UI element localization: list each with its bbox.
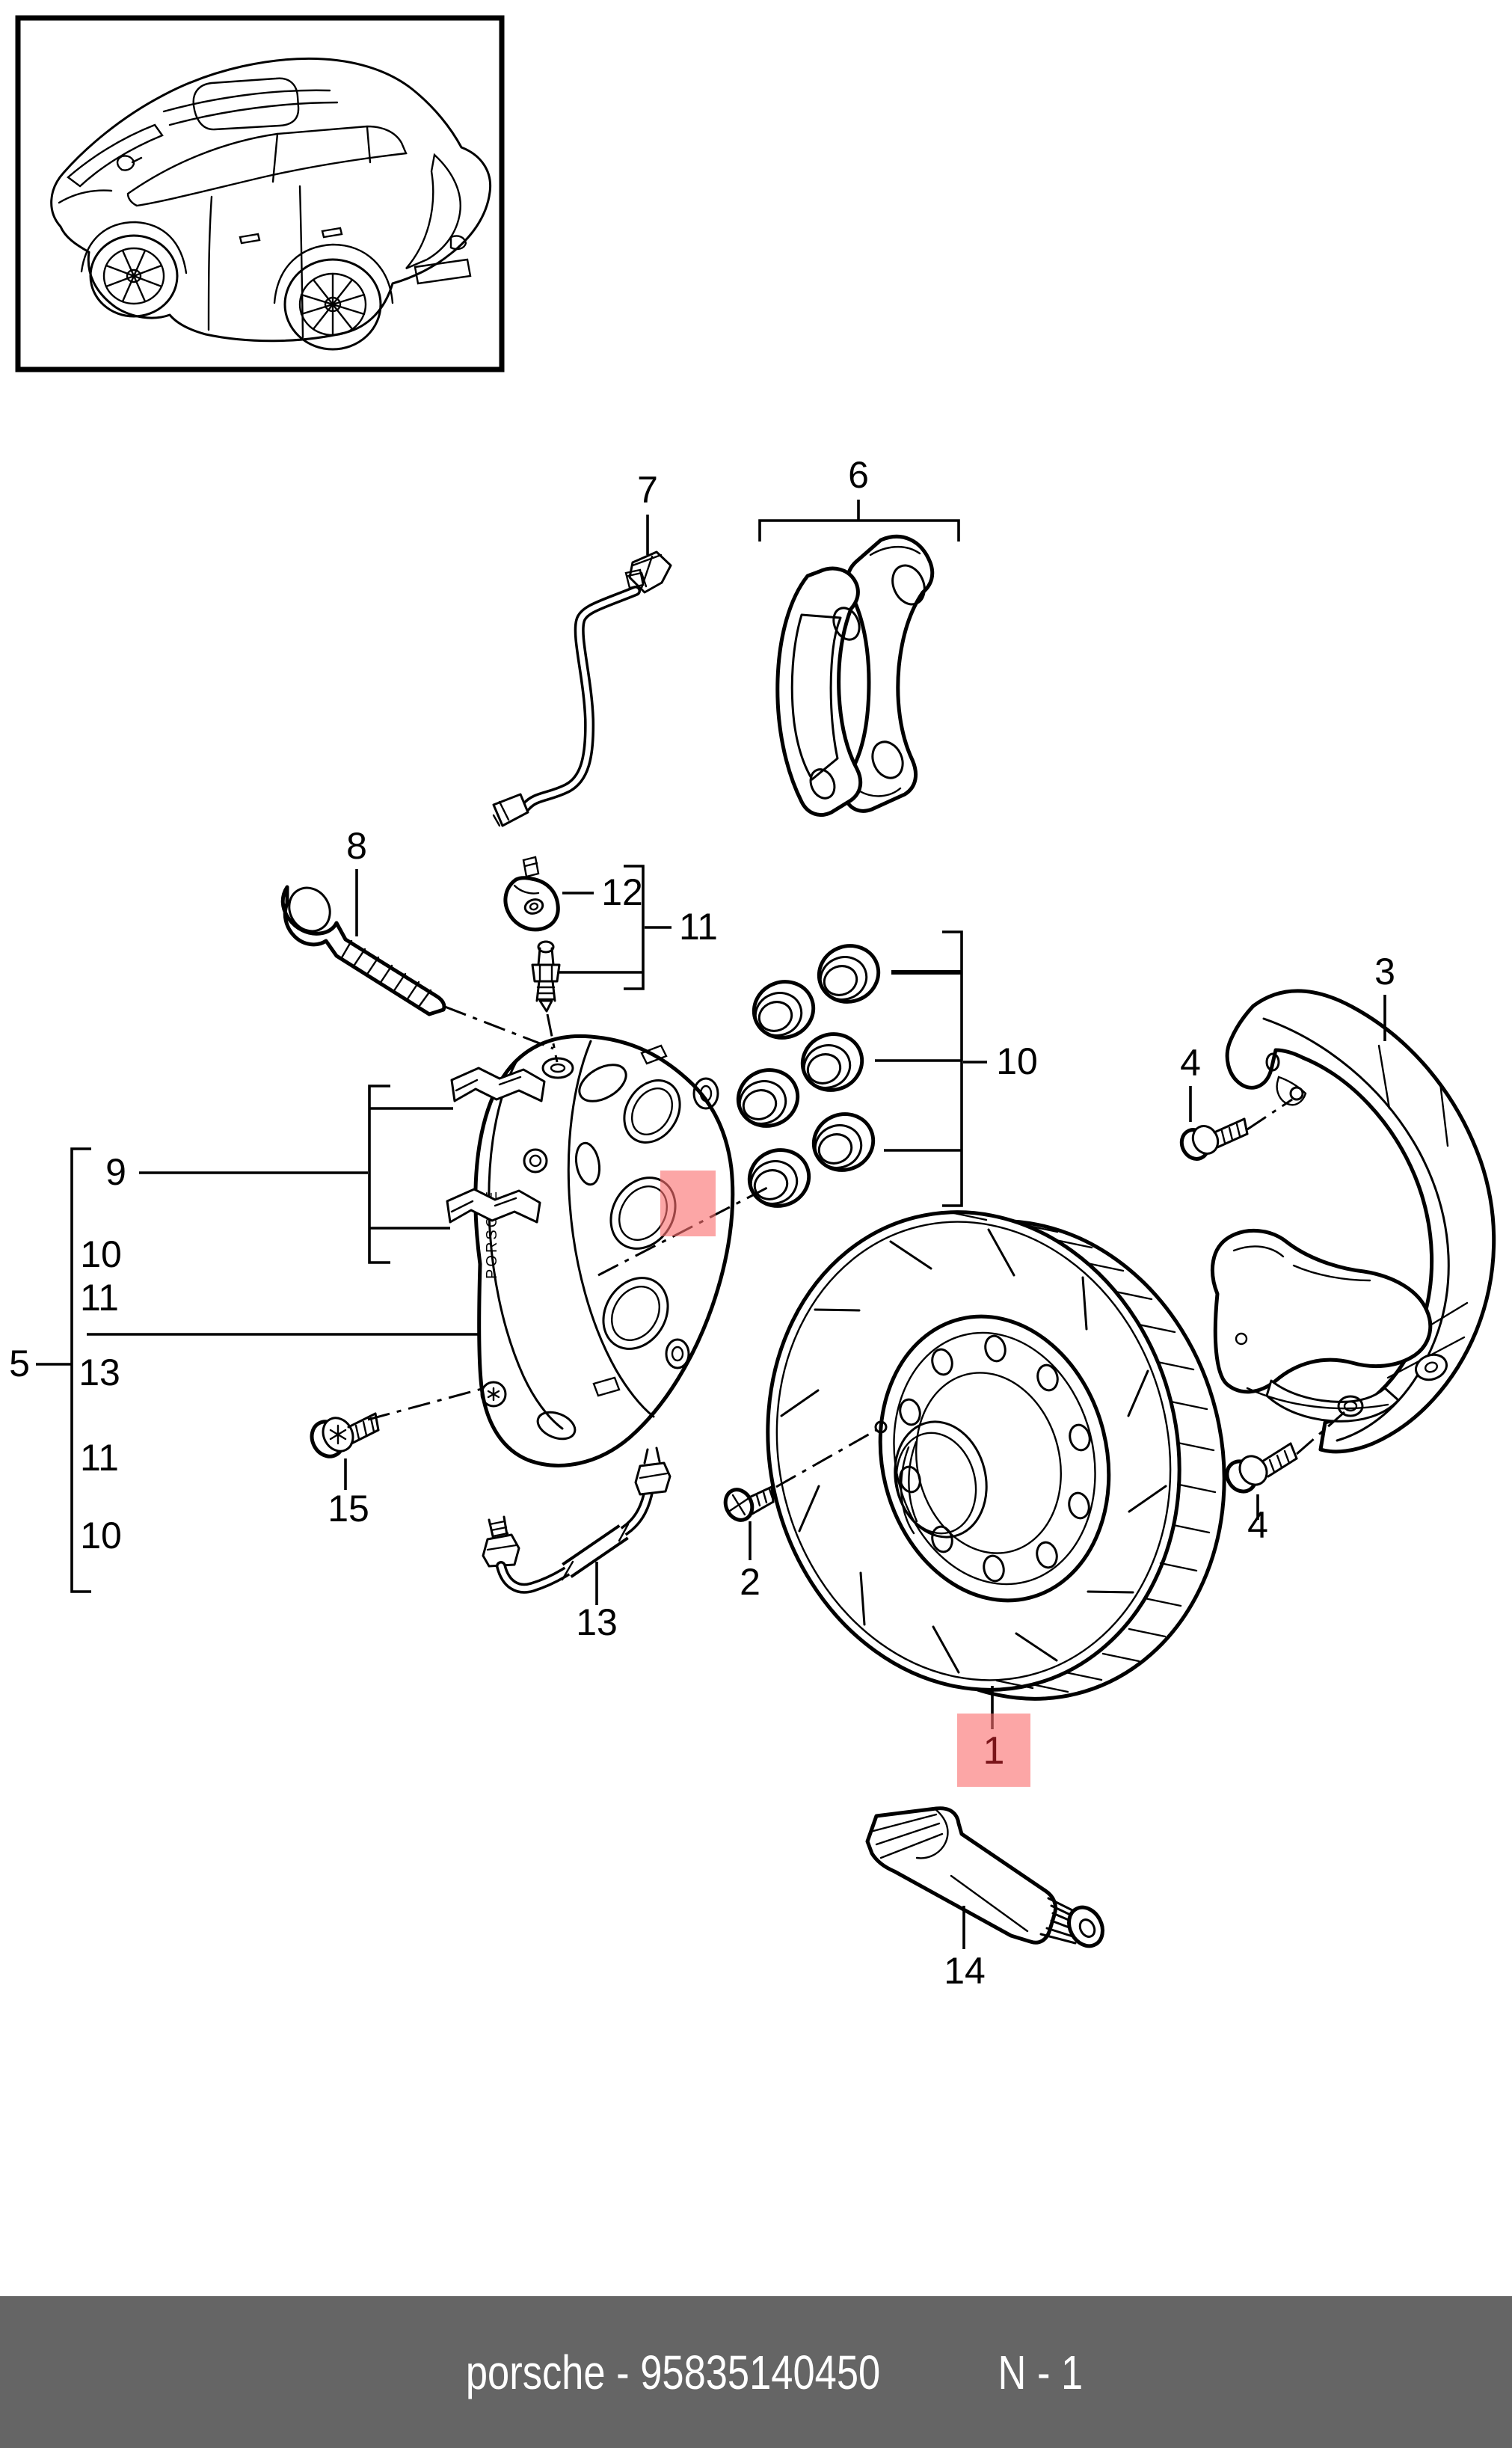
seal-ring (800, 1032, 864, 1092)
callout-9[interactable]: 9 (105, 1151, 126, 1193)
callout-13-hose[interactable]: 13 (576, 1601, 618, 1643)
seal-ring (736, 1068, 800, 1128)
callout-5[interactable]: 5 (9, 1343, 30, 1384)
sealing-rings-part (736, 944, 881, 1208)
callout-13-col[interactable]: 13 (79, 1352, 120, 1393)
disc-set-screw-hole (874, 1420, 888, 1434)
bleeder-valve-part (531, 940, 561, 1013)
callout-4-top[interactable]: 4 (1180, 1042, 1201, 1084)
shield-bolt-top-part (1179, 1117, 1249, 1161)
disc-slots (780, 1228, 1167, 1674)
footer-page-ref: N - 1 (998, 2345, 1083, 2399)
callout-15[interactable]: 15 (328, 1488, 369, 1530)
seal-ring (811, 1112, 876, 1172)
suv-line-drawing-icon (50, 57, 492, 351)
callout-10-col2[interactable]: 10 (80, 1515, 122, 1556)
grease-tube-part (865, 1806, 1104, 1948)
seal-ring (747, 1148, 811, 1208)
footer-part-number: porsche - 95835140450 (465, 2345, 880, 2399)
seal-ring (817, 944, 881, 1004)
highlight-part-1[interactable] (957, 1714, 1030, 1787)
seal-ring (752, 980, 816, 1040)
callout-11-col[interactable]: 11 (80, 1277, 119, 1319)
vehicle-inset (15, 15, 505, 372)
callout-6[interactable]: 6 (848, 454, 869, 496)
callout-11[interactable]: 11 (679, 906, 718, 948)
pad-spring-clips-part (446, 1067, 546, 1224)
callout-12[interactable]: 12 (601, 871, 643, 913)
leader-lines (36, 500, 1386, 1949)
guide-screw-part (310, 1412, 380, 1458)
caliper-part: PORSCHE (473, 1034, 735, 1467)
callout-10-col[interactable]: 10 (80, 1233, 122, 1275)
callout-4-bottom[interactable]: 4 (1247, 1504, 1268, 1546)
callout-8[interactable]: 8 (346, 825, 367, 867)
brake-hose-part (482, 1447, 672, 1594)
brake-pads-part (775, 535, 935, 817)
brake-disc-part (766, 1210, 1226, 1701)
disc-rim-hatch (949, 1211, 1217, 1693)
shield-bolt-bottom-part (1225, 1442, 1298, 1494)
disc-screw-part (723, 1485, 775, 1522)
caliper-bolt-part (280, 885, 446, 1016)
footer-bar: porsche - 95835140450 N - 1 (0, 2296, 1512, 2448)
splash-shield-part (1211, 989, 1496, 1454)
callout-1-highlighted[interactable]: 1 (983, 1729, 1005, 1773)
callout-2[interactable]: 2 (740, 1561, 760, 1603)
callout-14[interactable]: 14 (944, 1950, 986, 1992)
vehicle-inset-frame (15, 15, 505, 372)
callout-11-col2[interactable]: 11 (80, 1437, 119, 1479)
wear-sensor-part (492, 550, 672, 827)
highlight-seal-position[interactable] (660, 1171, 716, 1236)
callout-10[interactable]: 10 (996, 1040, 1038, 1082)
holder-part (503, 856, 560, 932)
callout-3[interactable]: 3 (1374, 951, 1395, 993)
callout-7[interactable]: 7 (637, 469, 658, 511)
callout-labels: 7 6 8 12 11 10 3 4 4 9 10 11 5 13 11 10 … (9, 454, 1395, 1992)
